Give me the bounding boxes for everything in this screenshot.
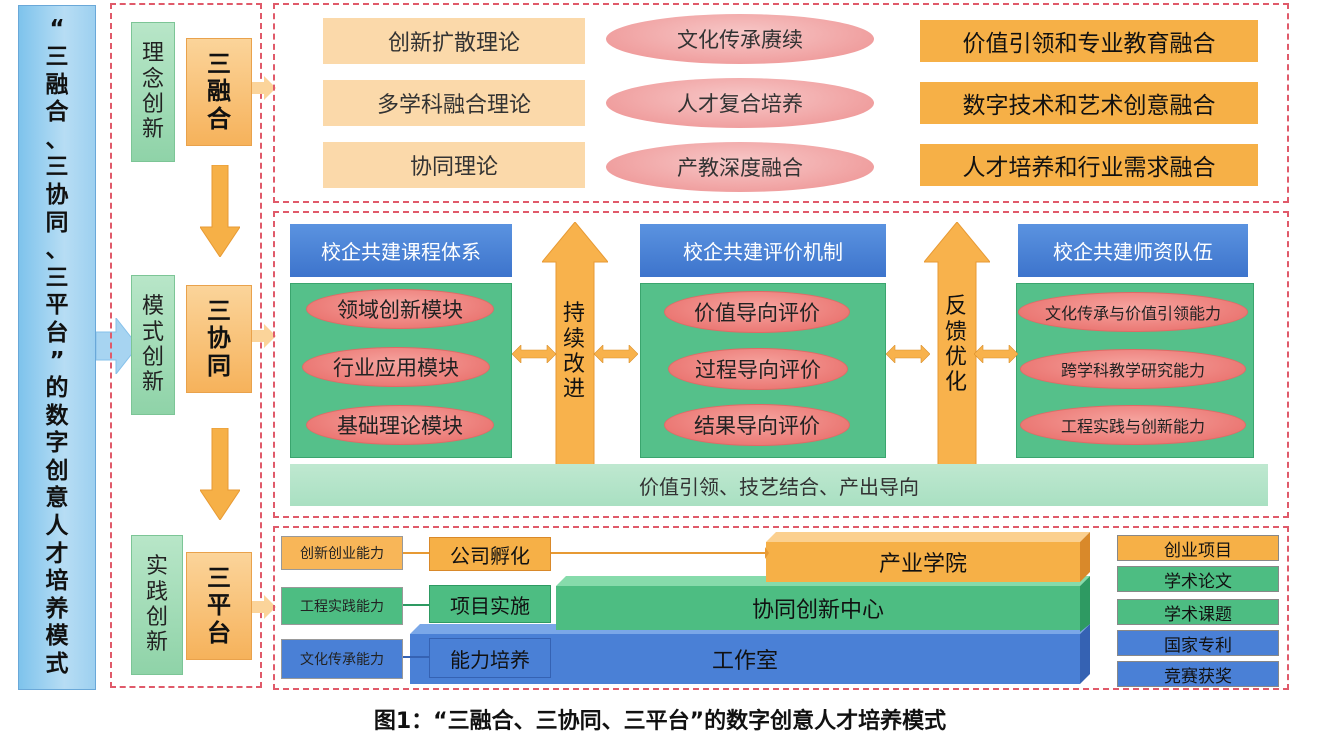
feedback-label: 反馈优化: [944, 294, 967, 396]
integration-box: 数字技术和艺术创意融合: [920, 82, 1258, 124]
ability-tag: 工程实践能力: [281, 587, 403, 625]
evaluation-ellipse: 过程导向评价: [668, 348, 848, 390]
innovation-center-label: 协同创新中心: [751, 598, 884, 623]
collaboration-panel: [273, 211, 1289, 518]
ability-ellipse: 工程实践与创新能力: [1020, 405, 1246, 445]
san-xie-tong-label: 三协同: [186, 285, 252, 393]
ability-ellipse: 跨学科教学研究能力: [1020, 349, 1246, 389]
outcome-item: 创业项目: [1117, 535, 1279, 561]
up-arrow-icon: [542, 222, 608, 466]
main-arrow-icon: [96, 318, 139, 374]
double-arrow-icon: [886, 345, 930, 363]
theory-box: 协同理论: [323, 142, 585, 188]
integration-panel: [273, 3, 1289, 203]
platform-panel: [273, 526, 1289, 690]
module-ellipse: 基础理论模块: [306, 405, 494, 445]
down-arrow-icon: [200, 428, 240, 520]
double-arrow-icon: [594, 345, 638, 363]
main-title: “三融合、三协同、三平台”的数字创意人才培养模式: [18, 5, 96, 690]
ability-tag: 文化传承能力: [281, 639, 403, 679]
action-box: 公司孵化: [429, 537, 551, 571]
practice-innovation-label: 实践创新: [131, 535, 183, 675]
up-arrow-icon: [924, 222, 990, 466]
continuous-improvement-label: 持续改进: [562, 301, 585, 403]
goal-ellipse: 文化传承赓续: [606, 14, 874, 64]
left-dashed-panel: [110, 3, 262, 688]
concept-innovation-label: 理念创新: [131, 22, 175, 162]
theory-box: 创新扩散理论: [323, 18, 585, 64]
faculty-header: 校企共建师资队伍: [1018, 224, 1248, 277]
goal-ellipse: 人才复合培养: [606, 78, 874, 128]
outcome-item: 国家专利: [1117, 630, 1279, 656]
action-box: 项目实施: [429, 585, 551, 623]
right-arrow-icon: [252, 324, 276, 348]
san-ping-tai-label: 三平台: [186, 552, 252, 660]
san-rong-he-label: 三融合: [186, 38, 252, 146]
industry-college-label: 产业学院: [878, 552, 967, 577]
right-arrow-icon: [252, 595, 276, 619]
module-ellipse: 领域创新模块: [306, 289, 494, 329]
goal-ellipse: 产教深度融合: [606, 142, 874, 192]
figure-caption: 图1：“三融合、三协同、三平台”的数字创意人才培养模式: [373, 709, 947, 734]
double-arrow-icon: [974, 345, 1018, 363]
module-ellipse: 行业应用模块: [302, 347, 490, 387]
studio-label: 工作室: [711, 649, 778, 674]
right-arrow-icon: [252, 76, 276, 100]
integration-box: 价值引领和专业教育融合: [920, 20, 1258, 62]
evaluation-ellipse: 价值导向评价: [664, 291, 850, 333]
evaluation-ellipse: 结果导向评价: [664, 404, 850, 446]
course-system-header: 校企共建课程体系: [290, 224, 512, 277]
outcome-item: 竞赛获奖: [1117, 661, 1279, 687]
down-arrow-icon: [200, 165, 240, 257]
connector-lines: [403, 547, 769, 658]
double-arrow-icon: [512, 345, 556, 363]
outcome-item: 学术论文: [1117, 566, 1279, 592]
ability-tag: 创新创业能力: [281, 536, 403, 570]
theory-box: 多学科融合理论: [323, 80, 585, 126]
evaluation-header: 校企共建评价机制: [640, 224, 886, 277]
outcome-item: 学术课题: [1117, 599, 1279, 625]
integration-box: 人才培养和行业需求融合: [920, 144, 1258, 186]
ability-ellipse: 文化传承与价值引领能力: [1018, 292, 1248, 332]
value-banner: 价值引领、技艺结合、产出导向: [290, 464, 1268, 506]
action-box: 能力培养: [429, 638, 551, 678]
model-innovation-label: 模式创新: [131, 275, 175, 415]
